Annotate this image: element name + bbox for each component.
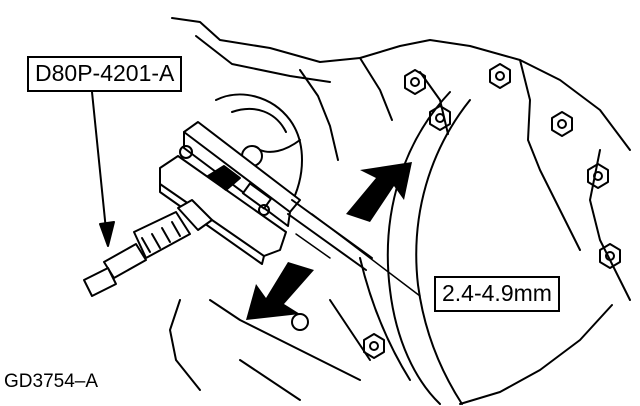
- housing-outline: [169, 17, 631, 405]
- bolt-heads: [291, 63, 621, 359]
- measurement-arrow-icon: [246, 162, 412, 320]
- flange-ring: [359, 91, 471, 405]
- dimension-lines: [295, 213, 421, 297]
- measurement-spec-callout: 2.4-4.9mm: [434, 276, 560, 312]
- figure-identifier: GD3754–A: [4, 371, 99, 392]
- measuring-tool: [83, 121, 373, 297]
- tool-number-callout: D80P-4201-A: [27, 56, 183, 92]
- leader-line: [91, 91, 115, 247]
